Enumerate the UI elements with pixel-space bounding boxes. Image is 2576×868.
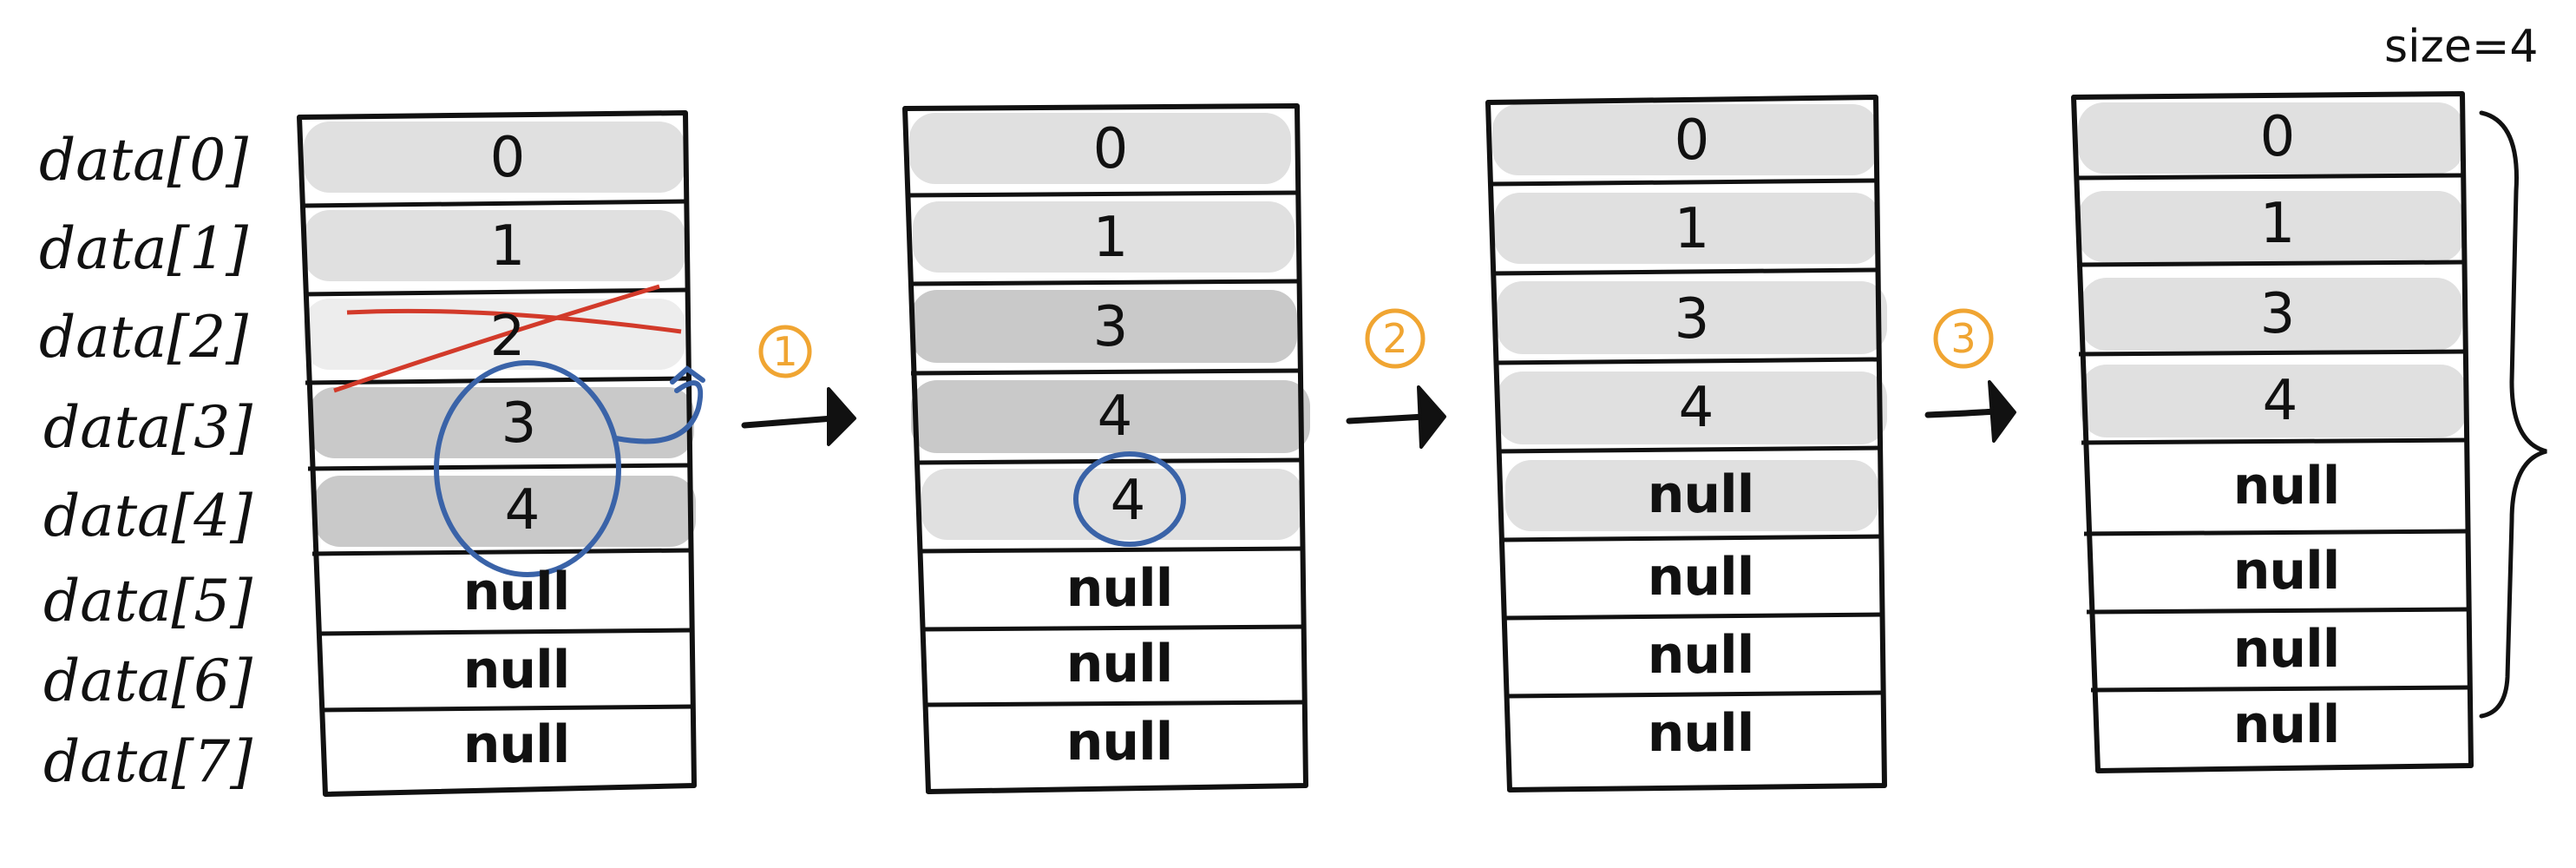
row-label: data[0]: [39, 127, 248, 194]
cell-value: null: [1647, 547, 1755, 608]
cell-value: 0: [489, 126, 526, 190]
step-arrow-1: [741, 325, 856, 446]
cell-value: null: [1647, 464, 1755, 525]
step-number: 3: [1950, 315, 1976, 362]
arrow-line: [1924, 408, 1999, 418]
cell-value: null: [2232, 456, 2341, 516]
cell-highlight: [1497, 372, 1887, 444]
cell-value: null: [1647, 703, 1755, 764]
array-outline: [1485, 95, 1887, 792]
cell-value: null: [1065, 558, 1174, 619]
cell-value: 4: [1110, 469, 1146, 533]
arrow-line: [741, 415, 836, 429]
cell-value: null: [1647, 625, 1755, 686]
cell-highlight: [304, 210, 685, 281]
step-badge: [1365, 308, 1426, 369]
cell-highlight: [1494, 193, 1880, 264]
cell-value: null: [1065, 634, 1174, 694]
duplicate-circle: [1073, 451, 1186, 547]
cell-highlight: [2078, 191, 2464, 262]
array-3: [1485, 95, 1887, 792]
step-arrow-2: [1346, 308, 1446, 449]
cell-value: 4: [1678, 376, 1714, 440]
arrow-head: [1417, 385, 1446, 449]
cell-highlight: [913, 201, 1295, 273]
strike-through: [346, 308, 682, 334]
cell-value: 0: [2259, 105, 2296, 169]
cell-highlight: [2078, 102, 2464, 174]
cell-value: 1: [2259, 192, 2296, 256]
row-label: data[6]: [43, 648, 252, 714]
cell-value: 2: [489, 305, 526, 369]
cell-highlight-moved: [911, 380, 1310, 453]
cell-value: null: [462, 640, 571, 700]
size-brace: [2479, 110, 2547, 719]
cell-highlight: [909, 113, 1291, 184]
cell-dividers: [906, 190, 1305, 707]
row-label: data[7]: [43, 728, 252, 795]
arrow-head: [827, 387, 856, 446]
cell-value: null: [2232, 541, 2341, 602]
cell-value: null: [1065, 712, 1174, 773]
array-1: [297, 110, 705, 797]
cell-value: null: [2232, 694, 2341, 755]
cell-highlight: [2081, 278, 2462, 351]
step-badge: [1933, 308, 1994, 369]
move-up-arrow: [613, 365, 705, 444]
array-4: [2071, 91, 2547, 773]
cell-value: 1: [1092, 206, 1129, 270]
cell-value: null: [2232, 619, 2341, 680]
cell-value: 4: [504, 478, 541, 542]
cell-value: 3: [1092, 295, 1129, 359]
step-number: 1: [772, 328, 798, 375]
cell-highlight-moved: [911, 290, 1297, 363]
row-label: data[2]: [39, 304, 248, 371]
cell-value: 4: [1097, 385, 1133, 449]
step-number: 2: [1382, 315, 1408, 362]
cell-highlight: [1492, 104, 1878, 175]
cell-highlight: [921, 469, 1303, 540]
cell-value: 3: [2259, 282, 2296, 346]
row-label: data[3]: [43, 394, 252, 461]
cell-value: 0: [1092, 117, 1129, 181]
cell-value: 0: [1674, 108, 1710, 173]
step-arrow-3: [1924, 308, 2016, 443]
array-2: [902, 103, 1310, 794]
row-label: data[1]: [39, 215, 248, 282]
row-label: data[5]: [43, 568, 252, 635]
cell-value: 3: [1674, 287, 1710, 352]
row-label: data[4]: [43, 483, 252, 549]
cell-value: null: [462, 714, 571, 775]
cell-value: 1: [489, 214, 526, 279]
cell-highlight: [1505, 460, 1878, 531]
cell-highlight: [1497, 281, 1887, 354]
cell-value: 1: [1674, 197, 1710, 261]
array-outline: [297, 110, 697, 797]
cell-dividers: [1489, 178, 1884, 699]
cell-value: null: [462, 562, 571, 622]
selection-circle: [434, 360, 621, 577]
arrow-line: [1346, 413, 1428, 424]
arrow-head: [1988, 380, 2016, 443]
cell-dividers: [2075, 173, 2470, 693]
cell-highlight: [304, 122, 685, 193]
step-badge: [758, 325, 812, 378]
array-outline: [2071, 91, 2474, 773]
cell-dividers: [301, 199, 694, 713]
cell-highlight: [304, 299, 685, 370]
array-outline: [902, 103, 1308, 794]
cell-highlight: [2081, 365, 2467, 437]
cell-value: 4: [2262, 369, 2298, 433]
strike-through: [333, 284, 660, 393]
size-label: size=4: [2384, 21, 2539, 73]
cell-value: 3: [501, 391, 537, 456]
